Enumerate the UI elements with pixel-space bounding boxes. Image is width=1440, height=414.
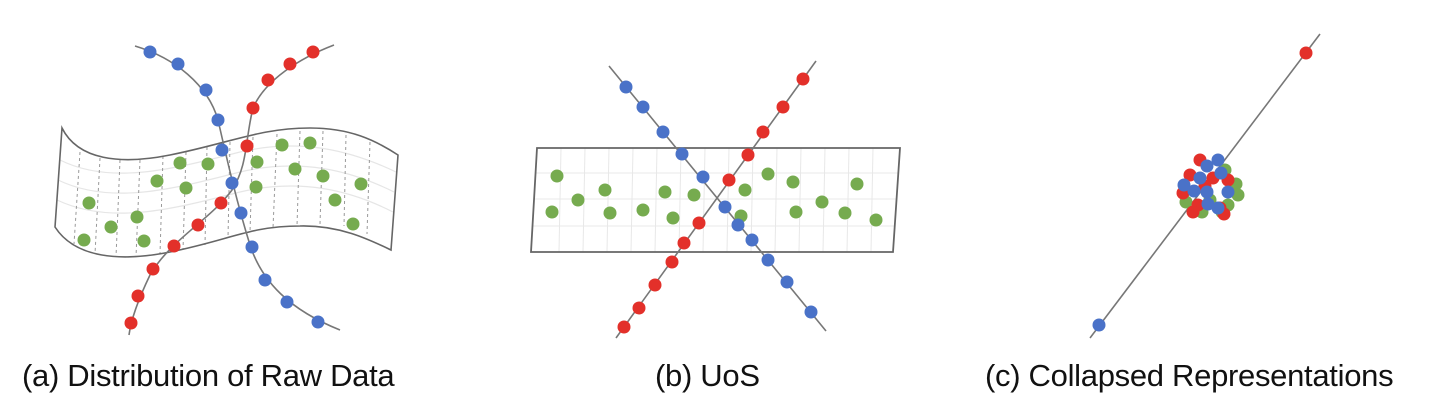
- panel-c-red-point: [1299, 46, 1313, 60]
- caption-panel-c: (c) Collapsed Representations: [985, 358, 1394, 393]
- panel-c-blue-point: [1092, 318, 1106, 332]
- panel-a-red-points: [124, 45, 320, 330]
- panel-a-raw-data-distribution: [54, 44, 399, 336]
- panel-a-green-points: [77, 136, 368, 248]
- panel-b-blue-points: [619, 80, 818, 319]
- panel-a-manifold-dashed-lines: [73, 130, 371, 258]
- panel-c-collapsed-cluster: [1176, 153, 1245, 221]
- panel-a-blue-points: [143, 45, 325, 329]
- caption-panel-b: (b) UoS: [655, 358, 760, 393]
- panel-b-red-points: [617, 72, 810, 334]
- panel-c-collapsed-representations: [1089, 33, 1321, 339]
- panel-b-union-of-subspaces: [530, 60, 901, 339]
- panel-b-green-points: [545, 167, 883, 227]
- panel-b-plane-grid: [533, 147, 898, 253]
- panel-b-plane-frame: [530, 147, 901, 253]
- panel-a-blue-curve: [134, 45, 341, 331]
- caption-panel-a: (a) Distribution of Raw Data: [22, 358, 395, 393]
